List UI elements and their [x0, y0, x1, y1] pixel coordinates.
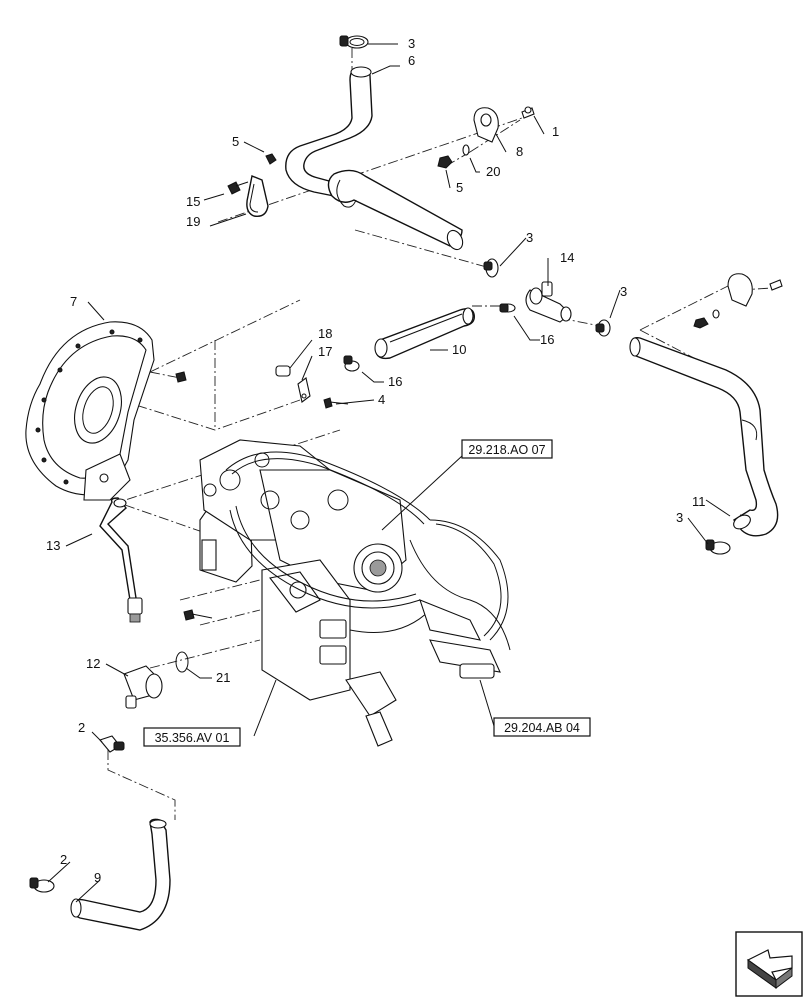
clamp-19 [246, 175, 269, 217]
bell-housing-7 [25, 321, 155, 501]
bolt-15 [227, 181, 249, 195]
callout-17: 17 [318, 344, 332, 359]
callout-3-right: 3 [620, 284, 627, 299]
tube-13 [99, 497, 143, 623]
clamp-16-right [499, 303, 516, 313]
hose-6 [285, 66, 464, 251]
hose-10 [374, 307, 475, 360]
nut-5-left [265, 153, 277, 165]
callout-13: 13 [46, 538, 60, 553]
callout-5-left: 5 [232, 134, 239, 149]
hose-9 [70, 818, 171, 931]
bracket-top-right [693, 273, 783, 329]
nut-5-right [437, 155, 453, 169]
bolt-1 [521, 106, 535, 119]
elbow-fitting-12 [123, 665, 163, 709]
callout-12: 12 [86, 656, 100, 671]
callout-7: 7 [70, 294, 77, 309]
callout-15: 15 [186, 194, 200, 209]
tee-fitting-14 [525, 281, 572, 323]
center-lines [107, 48, 773, 820]
reference-label-top: 29.218.AO 07 [468, 443, 545, 457]
hose-clamp-3-top [339, 35, 369, 49]
callout-8: 8 [516, 144, 523, 159]
bracket-8 [473, 107, 499, 143]
hose-clamp-3-mid [483, 258, 499, 278]
orientation-arrow-icon [735, 931, 803, 997]
hose-clamp-3-right [595, 319, 611, 337]
callout-9: 9 [94, 870, 101, 885]
hose-11 [629, 336, 779, 537]
callout-5-right: 5 [456, 180, 463, 195]
callout-1: 1 [552, 124, 559, 139]
callout-14: 14 [560, 250, 574, 265]
o-ring-21 [175, 651, 189, 673]
leader-lines [47, 43, 731, 903]
callout-21: 21 [216, 670, 230, 685]
reference-label-left: 35.356.AV 01 [155, 731, 230, 745]
callout-3-lower-right: 3 [676, 510, 683, 525]
callout-2-upper: 2 [78, 720, 85, 735]
callout-19: 19 [186, 214, 200, 229]
clip-17 [297, 377, 311, 403]
callout-3-top: 3 [408, 36, 415, 51]
reference-box-left[interactable]: 35.356.AV 01 [143, 727, 241, 747]
callout-18: 18 [318, 326, 332, 341]
bolt-small-left [175, 371, 187, 383]
callout-4: 4 [378, 392, 385, 407]
hydraulic-assembly [199, 439, 511, 747]
washer-20 [462, 144, 470, 156]
callout-3-mid: 3 [526, 230, 533, 245]
callout-numbers: 3 6 1 8 20 5 5 15 19 3 14 3 16 10 7 18 1… [46, 36, 706, 885]
callout-6: 6 [408, 53, 415, 68]
spacer-18 [275, 365, 291, 377]
reference-label-right: 29.204.AB 04 [504, 721, 580, 735]
callout-20: 20 [486, 164, 500, 179]
reference-box-right[interactable]: 29.204.AB 04 [493, 717, 591, 737]
fitting-2-upper [99, 735, 125, 753]
callout-2-lower: 2 [60, 852, 67, 867]
callout-16-left: 16 [388, 374, 402, 389]
bolt-4 [323, 397, 349, 409]
callout-11: 11 [692, 494, 706, 509]
callout-16-right: 16 [540, 332, 554, 347]
fitting-2-lower [29, 877, 55, 893]
hose-clamp-3-lower-right [705, 539, 731, 555]
reference-box-top[interactable]: 29.218.AO 07 [461, 439, 553, 459]
clamp-16-left [343, 355, 360, 372]
bolt-mid-left [183, 609, 213, 621]
callout-10: 10 [452, 342, 466, 357]
